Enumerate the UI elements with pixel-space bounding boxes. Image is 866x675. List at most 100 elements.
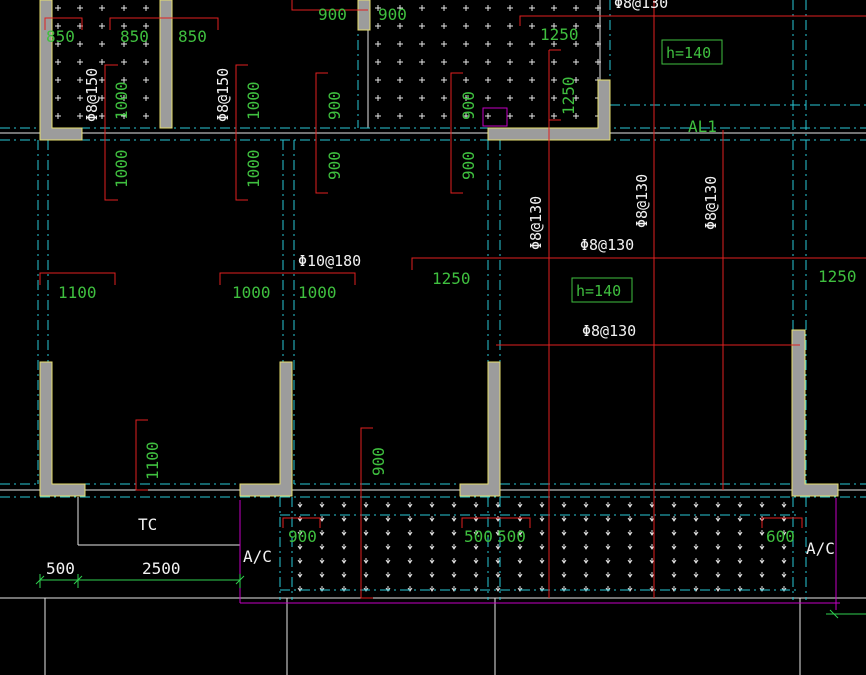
- hatch-mark: [495, 502, 501, 508]
- dim-900-v1: 900: [325, 91, 344, 120]
- hatch-mark: [463, 113, 469, 119]
- hatch-mark: [55, 77, 61, 83]
- hatch-mark: [759, 544, 765, 550]
- hatch-mark: [463, 23, 469, 29]
- hatch-mark: [441, 5, 447, 11]
- hatch-mark: [99, 95, 105, 101]
- hatch-mark: [737, 544, 743, 550]
- hatch-mark: [121, 95, 127, 101]
- hatch-mark: [341, 530, 347, 536]
- hatch-mark: [517, 502, 523, 508]
- hatch-mark: [473, 530, 479, 536]
- hatch-mark: [429, 558, 435, 564]
- dim-500-b1: 500: [464, 527, 493, 546]
- hatch-mark: [463, 95, 469, 101]
- dim-600: 600: [766, 527, 795, 546]
- hatch-mark: [385, 558, 391, 564]
- dim-850-b: 850: [120, 27, 149, 46]
- hatch-mark: [441, 77, 447, 83]
- hatch-mark: [693, 572, 699, 578]
- hatch-mark: [583, 516, 589, 522]
- hatch-mark: [627, 530, 633, 536]
- dim-2500: 2500: [142, 559, 181, 578]
- rebar-label-top: Φ8@130: [614, 0, 668, 12]
- hatch-mark: [561, 502, 567, 508]
- hatch-mark: [671, 502, 677, 508]
- hatch-mark: [627, 502, 633, 508]
- hatch-mark: [627, 516, 633, 522]
- hatch-mark: [573, 23, 579, 29]
- hatch-mark: [495, 544, 501, 550]
- hatch-mark: [143, 95, 149, 101]
- hatch-mark: [407, 558, 413, 564]
- hatch-mark: [715, 502, 721, 508]
- rebar-labels: Φ8@150 Φ8@150 Φ8@130 Φ8@130 Φ8@130 Φ8@13…: [83, 0, 720, 340]
- hatch-mark: [551, 95, 557, 101]
- dim-1000-v4: 1000: [244, 149, 263, 188]
- hatch-mark: [759, 502, 765, 508]
- hatch-mark: [649, 516, 655, 522]
- hatch-mark: [441, 41, 447, 47]
- hatch-mark: [583, 502, 589, 508]
- hatch-mark: [529, 5, 535, 11]
- hatch-mark: [485, 59, 491, 65]
- dim-1000-h2: 1000: [298, 283, 337, 302]
- hatch-mark: [495, 530, 501, 536]
- hatch-mark: [397, 95, 403, 101]
- hatch-mark: [539, 530, 545, 536]
- hatch-mark: [781, 544, 787, 550]
- ac-label-b: A/C: [806, 539, 835, 558]
- h140-label-b: h=140: [576, 282, 621, 300]
- hatch-mark: [407, 516, 413, 522]
- hatch-mark: [517, 530, 523, 536]
- hatch-mark: [463, 41, 469, 47]
- hatch-mark: [759, 558, 765, 564]
- hatch-mark: [407, 530, 413, 536]
- hatch-mark: [605, 530, 611, 536]
- hatch-mark: [319, 544, 325, 550]
- dim-1250-right: 1250: [818, 267, 857, 286]
- hatch-mark: [473, 502, 479, 508]
- dim-500: 500: [46, 559, 75, 578]
- hatch-mark: [397, 113, 403, 119]
- hatch-mark: [385, 544, 391, 550]
- dim-900-b: 900: [288, 527, 317, 546]
- hatch-mark: [77, 5, 83, 11]
- hatch-mark: [143, 59, 149, 65]
- ac-label-a: A/C: [243, 547, 272, 566]
- hatch-mark: [551, 77, 557, 83]
- hatch-mark: [429, 530, 435, 536]
- hatch-mark: [693, 516, 699, 522]
- hatch-mark: [397, 77, 403, 83]
- hatch-mark: [341, 572, 347, 578]
- hatch-mark: [297, 544, 303, 550]
- hatch-mark: [419, 95, 425, 101]
- hatch-mark: [451, 544, 457, 550]
- hatch-mark: [429, 516, 435, 522]
- hatch-mark: [441, 59, 447, 65]
- hatch-mark: [781, 558, 787, 564]
- hatch-mark: [429, 544, 435, 550]
- beam-al1-label: AL1: [688, 117, 717, 136]
- hatch-mark: [649, 586, 655, 592]
- hatch-mark: [363, 558, 369, 564]
- hatch-mark: [55, 23, 61, 29]
- hatch-mark: [363, 544, 369, 550]
- hatch-mark: [375, 95, 381, 101]
- hatch-mark: [517, 558, 523, 564]
- hatch-mark: [121, 59, 127, 65]
- hatch-mark: [77, 59, 83, 65]
- hatch-mark: [539, 558, 545, 564]
- hatch-mark: [551, 5, 557, 11]
- hatch-mark: [495, 572, 501, 578]
- hatch-mark: [397, 41, 403, 47]
- hatch-mark: [495, 558, 501, 564]
- dim-850-c: 850: [178, 27, 207, 46]
- dim-1250-v: 1250: [559, 76, 578, 115]
- hatch-mark: [605, 502, 611, 508]
- hatch-mark: [55, 113, 61, 119]
- dim-1000-v1: 1000: [112, 81, 131, 120]
- hatch-mark: [561, 516, 567, 522]
- hatch-mark: [507, 95, 513, 101]
